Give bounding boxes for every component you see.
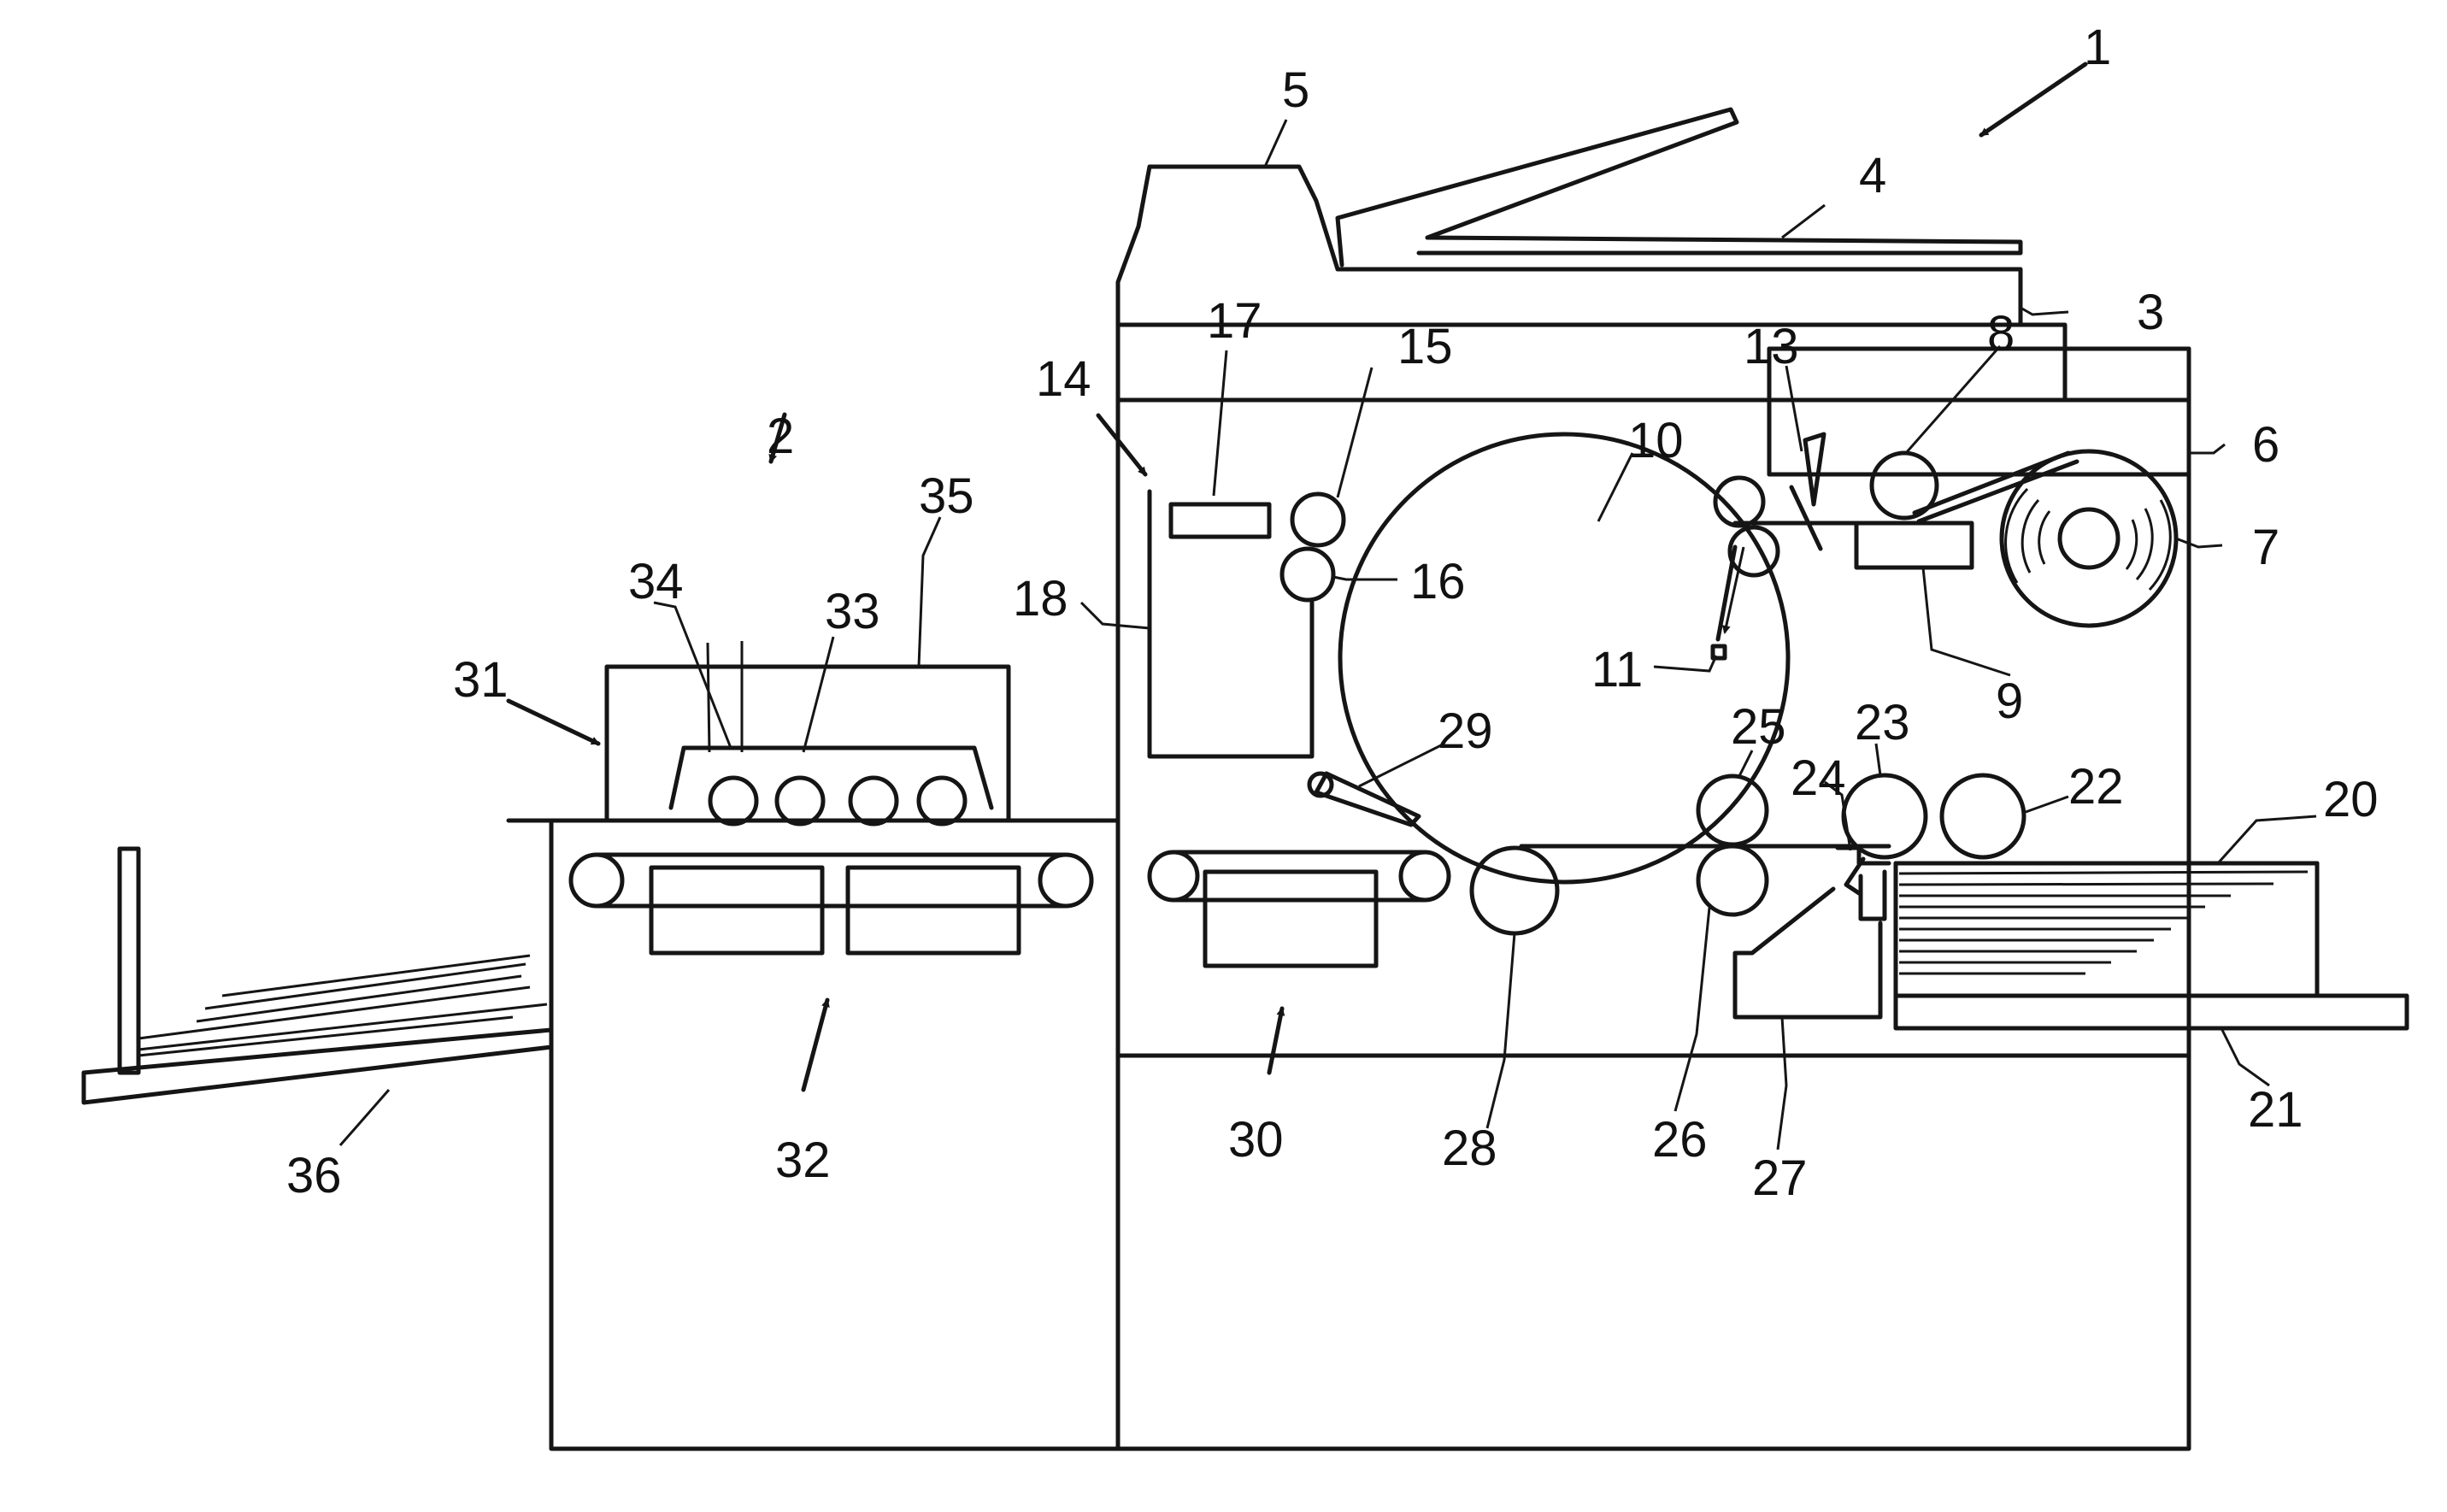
label-16: 16 — [1410, 554, 1466, 609]
label-18: 18 — [1013, 571, 1068, 627]
roller-22 — [1942, 775, 2024, 857]
label-22: 22 — [2068, 759, 2124, 815]
developing-unit — [1150, 491, 1344, 756]
paper-cassette — [1896, 863, 2407, 1028]
label-3: 3 — [2137, 285, 2164, 340]
label-13: 13 — [1744, 319, 1799, 374]
label-25: 25 — [1731, 699, 1786, 755]
label-35: 35 — [919, 468, 974, 524]
label-17: 17 — [1207, 293, 1262, 349]
label-6: 6 — [2252, 417, 2279, 473]
label-20: 20 — [2323, 772, 2379, 827]
partitions — [1769, 349, 2189, 549]
label-24: 24 — [1791, 750, 1846, 806]
roller-15 — [1292, 494, 1344, 545]
label-11: 11 — [1591, 642, 1643, 697]
label-34: 34 — [628, 554, 684, 609]
unit-18 — [1150, 491, 1312, 756]
roller-25 — [1698, 776, 1767, 844]
label-7: 7 — [2252, 520, 2279, 575]
label-32: 32 — [775, 1133, 831, 1188]
label-31: 31 — [453, 652, 509, 708]
roll-web — [1915, 453, 2077, 521]
label-14: 14 — [1036, 351, 1091, 407]
label-10: 10 — [1628, 413, 1684, 468]
post-processing-unit — [84, 667, 1118, 1449]
document-tray — [1338, 109, 2021, 265]
label-5: 5 — [1282, 62, 1309, 118]
transfer-roller — [1472, 848, 1557, 933]
roller-33d — [919, 778, 965, 824]
label-2: 2 — [767, 409, 794, 464]
roller-8 — [1872, 453, 1937, 518]
label-36: 36 — [286, 1148, 342, 1203]
label-33: 33 — [825, 584, 880, 639]
label-26: 26 — [1652, 1112, 1708, 1168]
label-27: 27 — [1752, 1150, 1808, 1206]
label-4: 4 — [1859, 148, 1886, 203]
roller-26 — [1698, 846, 1767, 915]
label-1: 1 — [2084, 20, 2111, 75]
label-15: 15 — [1397, 319, 1453, 374]
label-29: 29 — [1438, 703, 1493, 759]
element-13 — [1805, 434, 1824, 504]
roller-33b — [777, 778, 823, 824]
main-body — [1118, 109, 2189, 1449]
label-21: 21 — [2248, 1082, 2303, 1138]
roller-33c — [850, 778, 897, 824]
exposure-box-9 — [1856, 523, 1972, 568]
element-29 — [1309, 774, 1419, 825]
discharge-tray — [84, 1030, 551, 1103]
tray-fence — [120, 849, 138, 1073]
label-8: 8 — [1987, 306, 2015, 362]
printer-body — [1118, 400, 2189, 1056]
element-17 — [1171, 504, 1269, 537]
paper-roll — [2002, 451, 2176, 626]
label-30: 30 — [1228, 1112, 1284, 1168]
label-28: 28 — [1442, 1121, 1497, 1176]
label-9: 9 — [1996, 674, 2023, 729]
roller-33a — [710, 778, 756, 824]
roller-16 — [1282, 549, 1333, 600]
conveyor-30 — [1150, 852, 1449, 966]
label-23: 23 — [1855, 695, 1910, 750]
